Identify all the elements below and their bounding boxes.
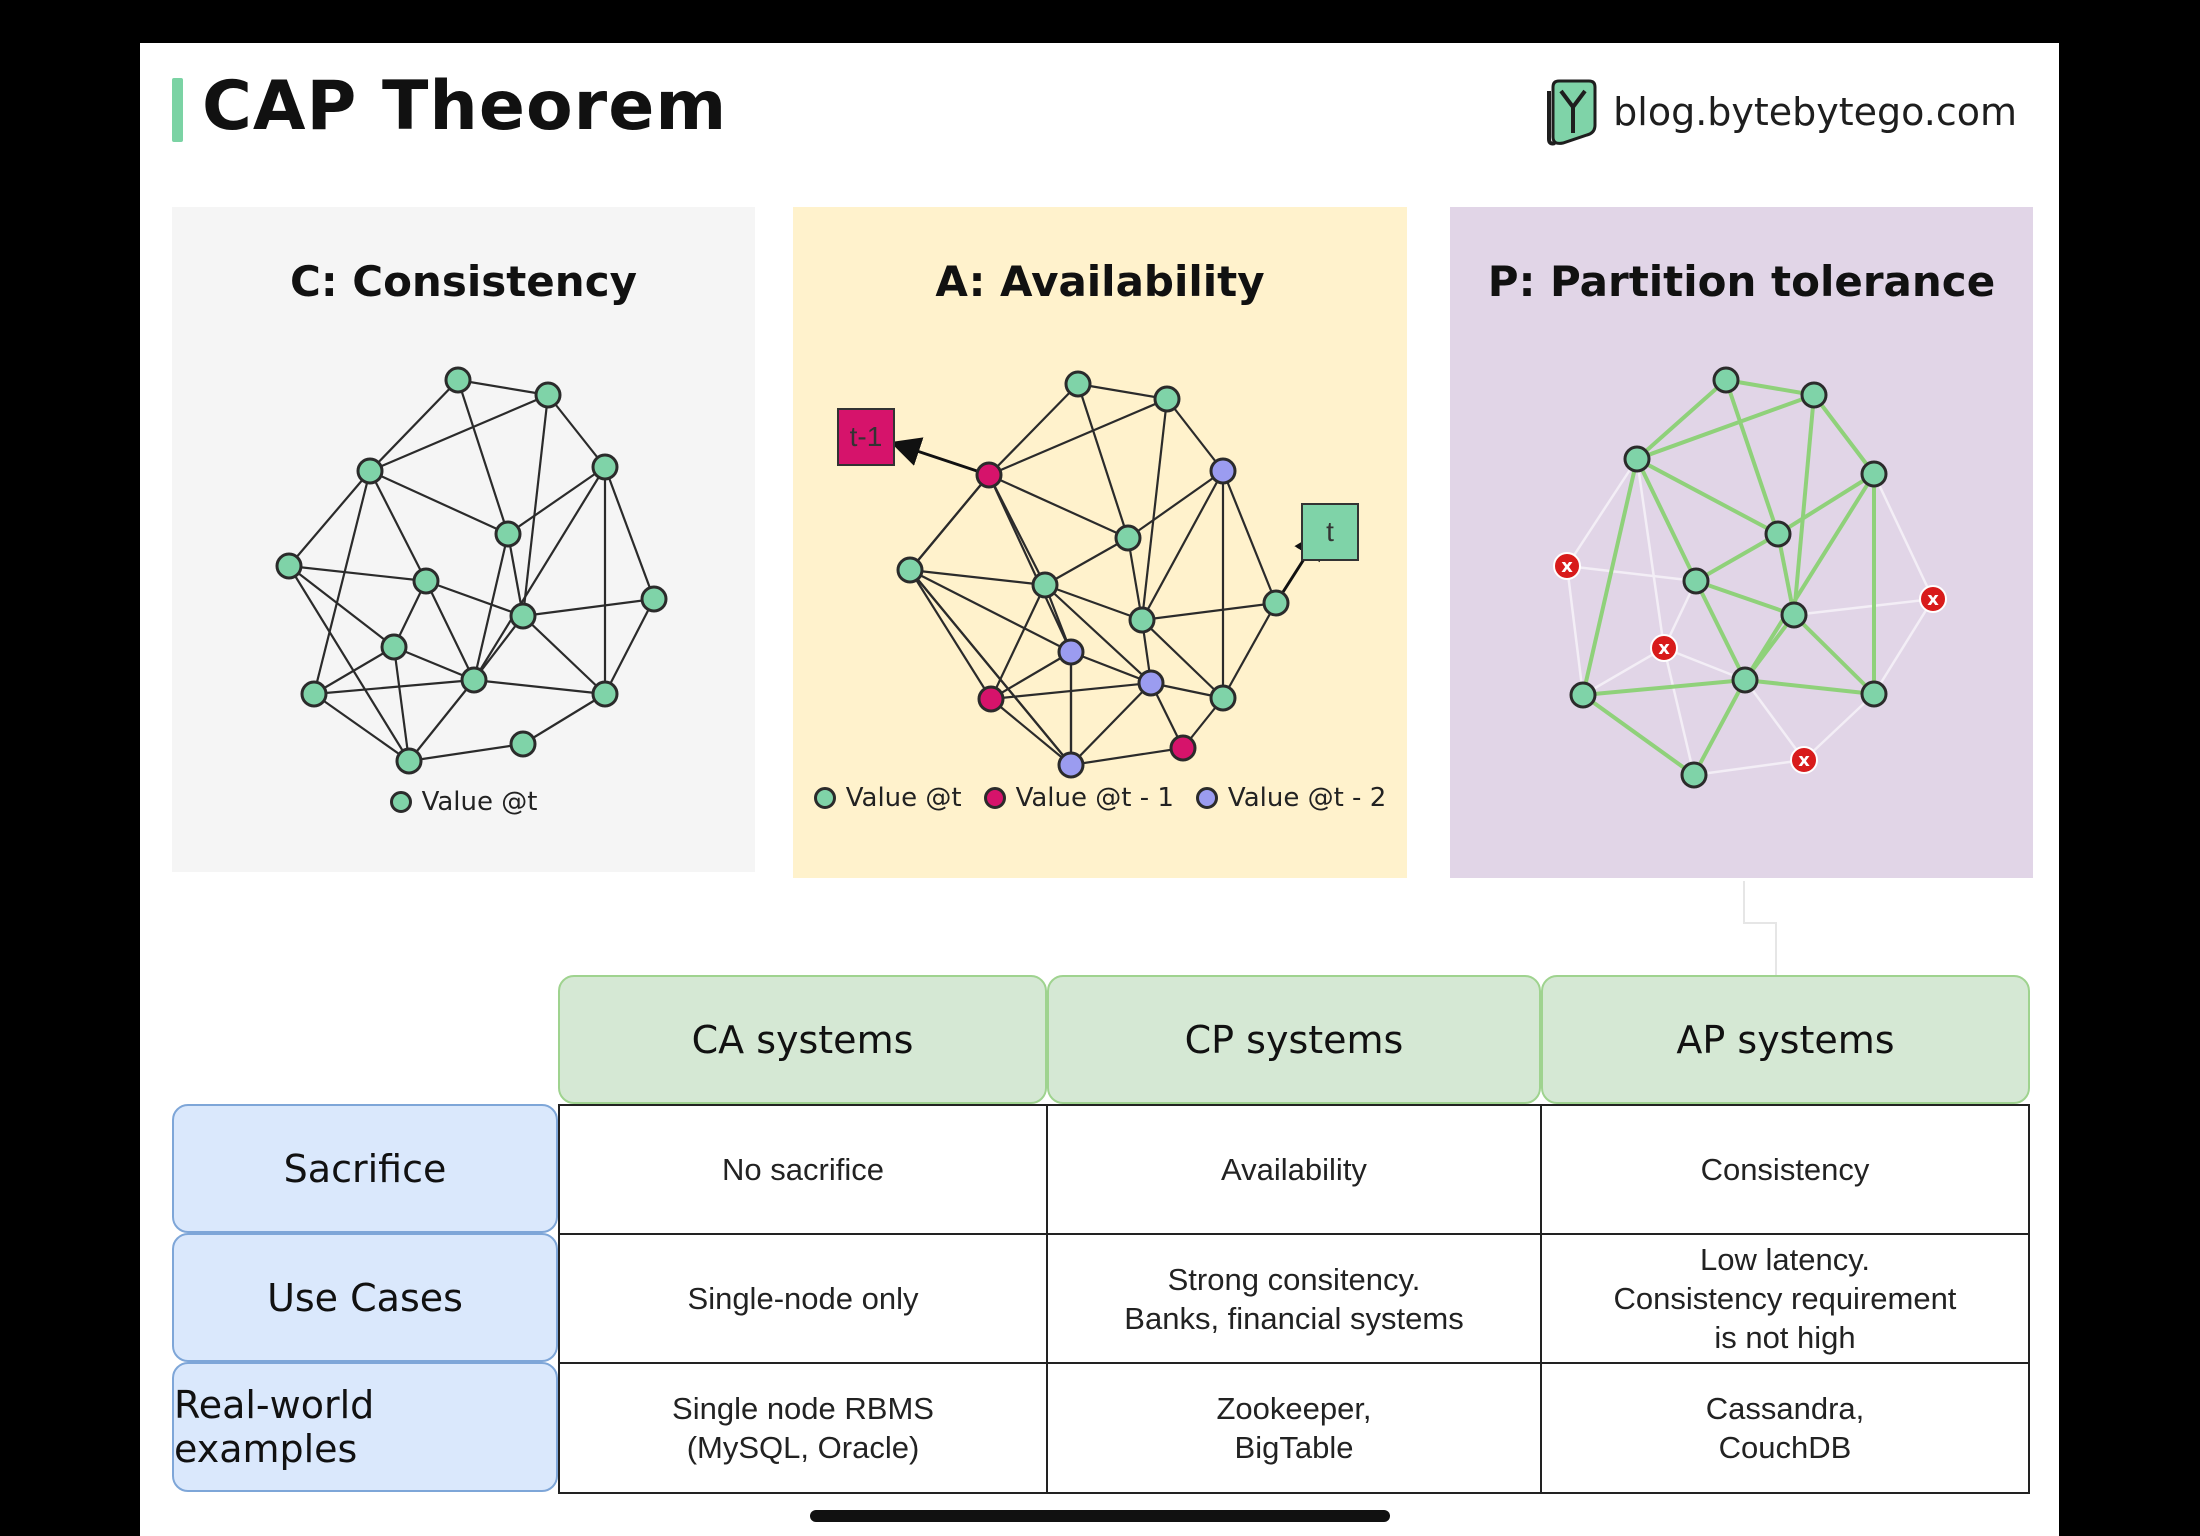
legend-label: Value @t - 1 <box>1015 783 1174 813</box>
column-header-cp: CP systems <box>1047 975 1541 1104</box>
legend-label: Value @t <box>421 787 538 817</box>
table-cell: Consistency <box>1700 1152 1870 1187</box>
failed-node-label: x <box>1658 638 1670 659</box>
x-mark-icon: x x x x <box>1553 552 1947 774</box>
availability-legend: Value @t Value @t - 1 Value @t - 2 <box>793 783 1407 813</box>
failed-node-label: x <box>1561 556 1573 577</box>
table-cell: Strong consitency. Banks, financial syst… <box>1124 1261 1464 1336</box>
consistency-network <box>275 366 668 775</box>
table-cell: No sacrifice <box>722 1152 884 1187</box>
consistency-title: C: Consistency <box>290 257 637 306</box>
failed-node-label: x <box>1927 589 1939 610</box>
table-cell: Cassandra, CouchDB <box>1705 1391 1865 1465</box>
legend-dot-current <box>389 791 412 813</box>
column-header-ap: AP systems <box>1541 975 2030 1104</box>
legend-item-value-t: Value @t <box>813 783 962 813</box>
availability-network: t-1 t <box>837 370 1359 779</box>
availability-panel: A: Availability <box>793 207 1407 878</box>
cap-theorem-sheet: CAP Theorem blog.bytebytego.com C: Consi… <box>140 43 2059 1536</box>
consistency-panel: C: Consistency <box>172 207 755 872</box>
legend-dot-current <box>813 787 836 809</box>
table-cell: Single-node only <box>687 1281 919 1316</box>
grid-line <box>558 1104 560 1494</box>
tag-old-value: t-1 <box>850 421 883 452</box>
home-indicator[interactable] <box>810 1510 1390 1522</box>
legend-label: Value @t <box>845 783 962 813</box>
page-title: CAP Theorem <box>202 67 728 146</box>
row-header-sacrifice: Sacrifice <box>172 1104 558 1233</box>
row-header-use-cases: Use Cases <box>172 1233 558 1362</box>
connector-line <box>1743 881 1777 977</box>
legend-dot-t-minus-1 <box>983 787 1006 809</box>
grid-line <box>2028 1104 2030 1494</box>
legend-label: Value @t - 2 <box>1227 783 1387 813</box>
row-header-real-world-examples: Real-world examples <box>172 1362 558 1492</box>
consistency-legend: Value @t <box>172 787 755 817</box>
failed-node-label: x <box>1798 750 1810 771</box>
grid-line <box>558 1492 2030 1494</box>
legend-item-value-t: Value @t <box>389 787 538 817</box>
title-accent-bar <box>172 78 183 142</box>
bytebytego-logo-icon <box>1547 79 1597 146</box>
availability-title: A: Availability <box>935 257 1265 306</box>
table-cell: Zookeeper, BigTable <box>1216 1391 1372 1465</box>
partition-network: x x x x <box>1553 366 1947 789</box>
tag-new-value: t <box>1326 516 1334 547</box>
partition-title: P: Partition tolerance <box>1487 257 1996 306</box>
grid-line <box>558 1104 2030 1106</box>
grid-line <box>1540 1104 1542 1494</box>
brand: blog.bytebytego.com <box>1545 77 2017 147</box>
grid-line <box>558 1362 2030 1364</box>
legend-item-value-t-2: Value @t - 2 <box>1195 783 1387 813</box>
partition-panel: P: Partition tolerance <box>1450 207 2033 878</box>
legend-dot-t-minus-2 <box>1195 787 1218 809</box>
grid-line <box>558 1233 2030 1235</box>
grid-line <box>1046 1104 1048 1494</box>
table-cell: Single node RBMS (MySQL, Oracle) <box>672 1391 934 1465</box>
table-cell: Availability <box>1221 1152 1367 1187</box>
brand-url: blog.bytebytego.com <box>1613 90 2017 134</box>
table-cell: Low latency. Consistency requirement is … <box>1613 1242 1957 1355</box>
legend-item-value-t-1: Value @t - 1 <box>983 783 1174 813</box>
column-header-ca: CA systems <box>558 975 1047 1104</box>
